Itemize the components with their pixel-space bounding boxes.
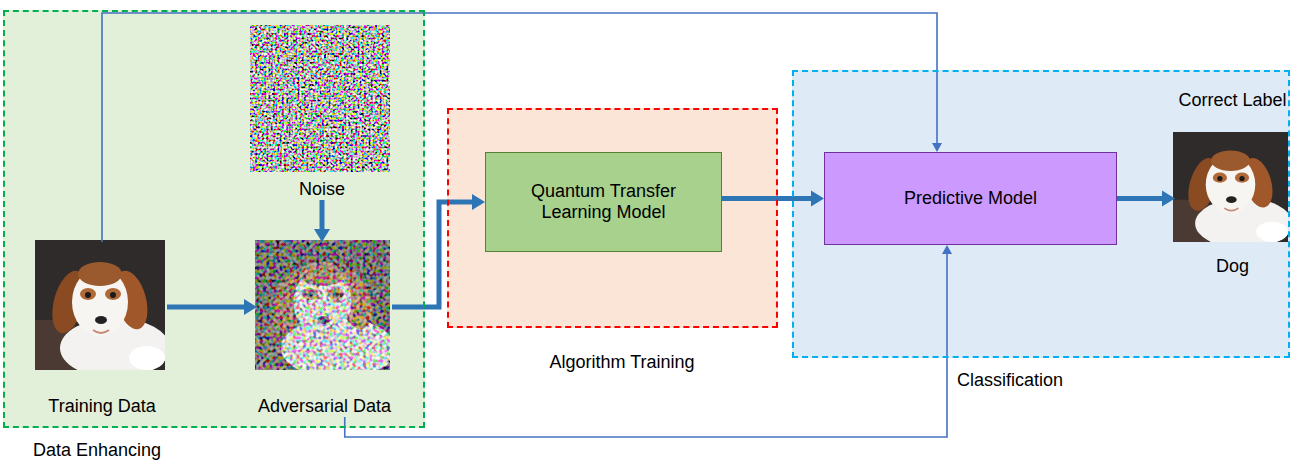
connector xyxy=(722,191,824,207)
arrow-head xyxy=(811,191,824,207)
group-region: ClassificationPredictive ModelCorrect La… xyxy=(792,70,1290,358)
image-caption: Dog xyxy=(1216,256,1249,277)
dog-image xyxy=(255,240,395,378)
region-label: Algorithm Training xyxy=(549,352,694,373)
box-label: Predictive Model xyxy=(904,188,1037,209)
group-region: Data EnhancingNoiseTraining DataAdversar… xyxy=(3,10,425,428)
connector-line xyxy=(167,305,245,310)
image-caption: Noise xyxy=(299,179,345,200)
region-label: Classification xyxy=(957,370,1063,391)
image-caption: Correct Label xyxy=(1178,90,1286,111)
image-node: Adversarial Data xyxy=(257,242,392,417)
connector xyxy=(1117,191,1175,207)
image-caption: Adversarial Data xyxy=(258,396,391,417)
connector-line xyxy=(392,202,473,307)
arrow-head xyxy=(942,245,952,254)
dog-image xyxy=(35,240,170,378)
connector-line xyxy=(1117,196,1163,201)
image-node: Correct LabelDog xyxy=(1175,90,1290,277)
arrow-head xyxy=(244,299,257,315)
region-fill xyxy=(3,10,425,428)
noise-image xyxy=(250,25,390,172)
arrow-head xyxy=(932,143,942,152)
region-fill xyxy=(447,108,778,328)
group-region: Algorithm TrainingQuantum Transfer Learn… xyxy=(447,108,778,328)
noise-overlay xyxy=(255,240,390,370)
connector xyxy=(345,245,952,437)
arrow-head xyxy=(314,229,330,242)
dog-image xyxy=(1173,132,1292,249)
image-node: Training Data xyxy=(37,242,167,417)
connector-line xyxy=(320,200,325,230)
connector-line xyxy=(722,196,812,201)
process-box: Quantum Transfer Learning Model xyxy=(485,152,722,252)
arrow-head xyxy=(1162,191,1175,207)
image-node: Noise xyxy=(252,27,392,200)
connector xyxy=(314,200,330,242)
arrow-head xyxy=(472,194,485,210)
image-caption: Training Data xyxy=(48,396,155,417)
box-label: Quantum Transfer Learning Model xyxy=(501,181,706,223)
connector-line xyxy=(345,253,947,437)
process-box: Predictive Model xyxy=(824,152,1117,245)
region-label: Data Enhancing xyxy=(33,440,161,461)
connector xyxy=(167,299,257,315)
connector xyxy=(392,194,485,307)
